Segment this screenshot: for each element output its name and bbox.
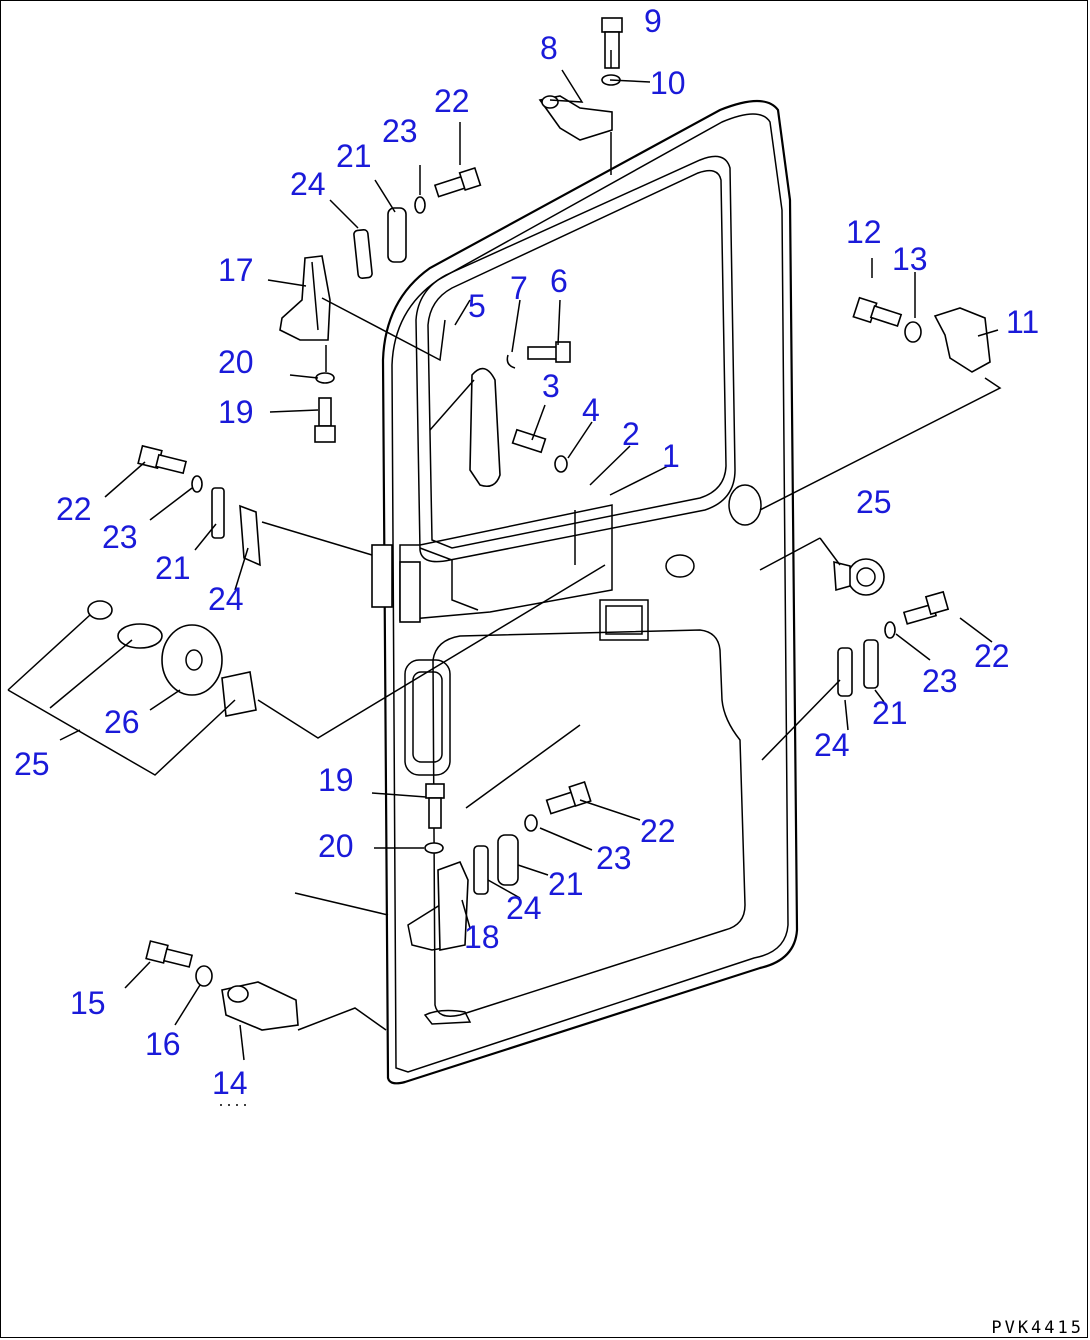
callout-3: 3 (542, 368, 560, 404)
callout-5: 5 (468, 288, 486, 324)
callout-24-right: 24 (814, 727, 850, 763)
callout-22-lower: 22 (640, 813, 676, 849)
bolt-3-washer-4 (511, 428, 568, 473)
callout-9: 9 (644, 3, 662, 39)
callout-19-upper: 19 (218, 394, 254, 430)
latch-25-right (833, 558, 885, 596)
callout-24-top: 24 (290, 166, 326, 202)
handle-5 (469, 367, 501, 488)
part-code: PVK4415 (991, 1318, 1084, 1338)
hinge-11-group (852, 296, 991, 373)
callout-8: 8 (540, 30, 558, 66)
lower-bracket-18 (424, 781, 592, 951)
callout-22-top: 22 (434, 83, 470, 119)
callout-23-lower: 23 (596, 840, 632, 876)
callout-23-top: 23 (382, 113, 418, 149)
callout-12: 12 (846, 214, 882, 250)
right-mid-hardware (837, 590, 950, 697)
callout-13: 13 (892, 241, 928, 277)
left-mid-hardware (137, 444, 261, 567)
callout-11: 11 (1006, 304, 1040, 340)
callout-21-right: 21 (872, 695, 908, 731)
callout-4: 4 (582, 392, 600, 428)
callout-23-left: 23 (102, 519, 138, 555)
callout-25-left: 25 (14, 746, 50, 782)
bolt-22-top (414, 166, 482, 214)
callout-22-right: 22 (974, 638, 1010, 674)
bracket-17 (279, 255, 331, 341)
bolt-6-clip-7 (506, 341, 571, 369)
callout-20-upper: 20 (218, 344, 254, 380)
callout-24-lower: 24 (506, 890, 542, 926)
callout-17: 17 (218, 252, 254, 288)
callout-21-lower: 21 (548, 866, 584, 902)
callout-25-right: 25 (856, 484, 892, 520)
callout-10: 10 (650, 65, 686, 101)
upper-bolt-19 (314, 372, 336, 443)
callout-15: 15 (70, 985, 106, 1021)
bolt-9-bracket-8 (538, 17, 623, 141)
callout-21-top: 21 (336, 138, 372, 174)
callout-7: 7 (510, 270, 528, 306)
leader-lines (7, 50, 1002, 1106)
callout-26: 26 (104, 704, 140, 740)
callout-2: 2 (622, 416, 640, 452)
callout-24-left: 24 (208, 581, 244, 617)
callout-14: 14 (212, 1065, 248, 1101)
callout-6: 6 (550, 263, 568, 299)
callout-19-lower: 19 (318, 762, 354, 798)
callout-20-lower: 20 (318, 828, 354, 864)
latch-25-26-left (87, 600, 257, 717)
door-panel (371, 100, 799, 1085)
hinge-14-group (145, 940, 299, 1031)
callout-21-left: 21 (155, 550, 191, 586)
callout-16: 16 (145, 1026, 181, 1062)
callout-23-right: 23 (922, 663, 958, 699)
shims-top-left (353, 207, 407, 280)
callout-18: 18 (464, 919, 500, 955)
callout-22-left: 22 (56, 491, 92, 527)
callout-1: 1 (662, 438, 680, 474)
